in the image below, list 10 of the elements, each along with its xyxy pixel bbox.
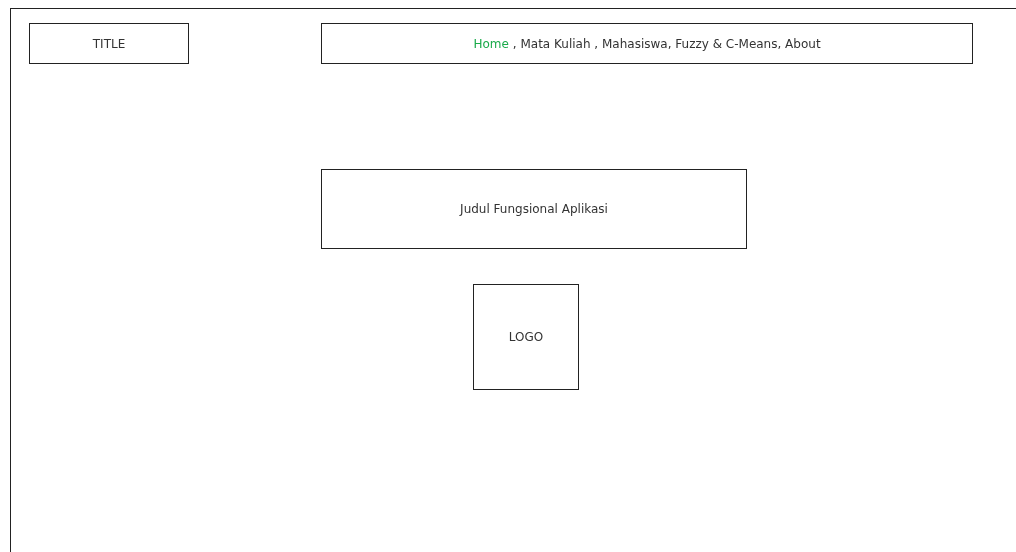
heading-text: Judul Fungsional Aplikasi xyxy=(460,202,608,216)
menu-links: , Mata Kuliah , Mahasiswa, Fuzzy & C-Means, About xyxy=(512,36,821,51)
placeholder-text: LOGO xyxy=(508,330,544,344)
title-text: TITLE xyxy=(92,36,126,51)
image-placeholder-frame xyxy=(473,284,579,390)
active-menu-link: Home xyxy=(473,36,509,51)
navigation-bar xyxy=(321,23,973,64)
heading-box xyxy=(321,169,747,249)
title-box xyxy=(29,23,189,64)
page-frame xyxy=(10,8,1016,552)
